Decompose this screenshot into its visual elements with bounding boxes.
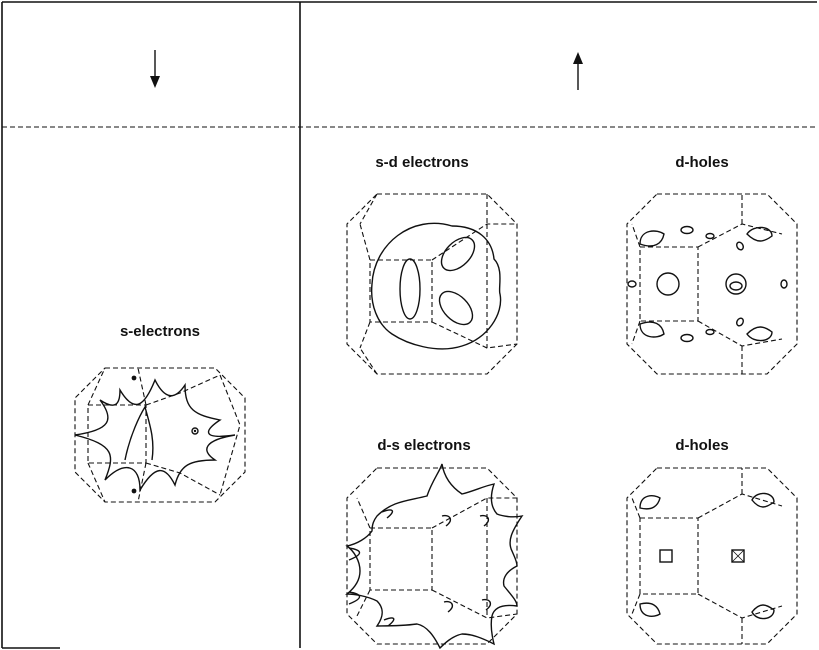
d-holes-top-pockets	[628, 227, 787, 342]
s-electrons-label: s-electrons	[120, 323, 200, 340]
d-holes-top-brillouin-zone	[627, 194, 797, 374]
d-holes-bottom-brillouin-zone	[627, 468, 797, 644]
d-holes-bottom-label: d-holes	[675, 437, 728, 454]
spin-up-arrow-icon	[573, 52, 583, 90]
d-s-electrons-fermi-surface	[347, 464, 522, 648]
s-electrons-fermi-surface	[75, 376, 235, 494]
d-s-electrons-label: d-s electrons	[377, 437, 470, 454]
d-holes-top-label: d-holes	[675, 154, 728, 171]
d-holes-bottom-pockets	[640, 493, 774, 618]
s-d-electrons-fermi-surface	[372, 223, 501, 349]
s-d-electrons-label: s-d electrons	[375, 154, 468, 171]
spin-down-arrow-icon	[150, 50, 160, 88]
